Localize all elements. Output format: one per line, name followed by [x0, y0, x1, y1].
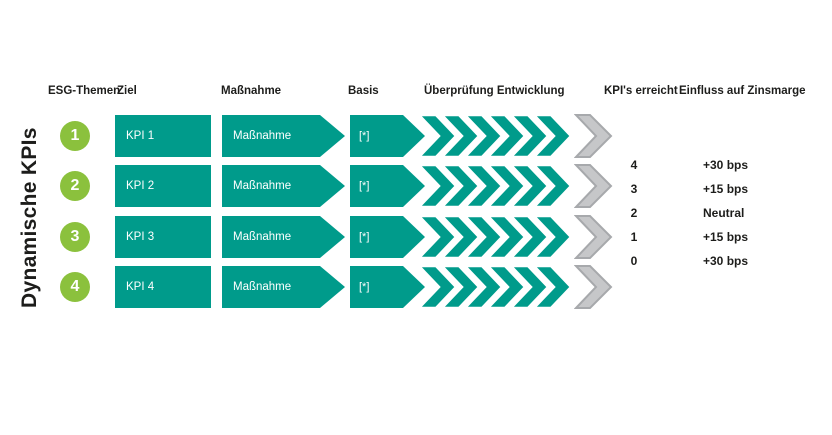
ziel-box: KPI 1 — [115, 115, 211, 157]
result-chevron-icon — [574, 114, 613, 158]
basis-arrow: [*] — [350, 165, 425, 207]
basis-arrow: [*] — [350, 266, 425, 308]
kpi-row: 1 KPI 1 Maßnahme [*] — [0, 114, 832, 158]
progress-chevrons-icon — [419, 115, 573, 157]
einfluss-value: +15 bps — [703, 182, 749, 196]
result-chevron-icon — [574, 215, 613, 259]
column-header-basis: Basis — [348, 85, 379, 97]
kpis-erreicht-value: 0 — [630, 254, 638, 268]
column-header-kpis-erreicht: KPI's erreicht — [604, 85, 678, 97]
kpis-erreicht-value: 4 — [630, 158, 638, 172]
massnahme-arrow: Maßnahme — [222, 216, 345, 258]
ziel-box: KPI 2 — [115, 165, 211, 207]
einfluss-value: Neutral — [703, 206, 745, 220]
result-chevron-icon — [574, 265, 613, 309]
massnahme-arrow: Maßnahme — [222, 266, 345, 308]
einfluss-value: +30 bps — [703, 158, 749, 172]
einfluss-value: +15 bps — [703, 230, 749, 244]
esg-theme-badge: 2 — [60, 171, 90, 201]
esg-theme-badge: 4 — [60, 272, 90, 302]
massnahme-arrow: Maßnahme — [222, 165, 345, 207]
column-header-massnahme: Maßnahme — [221, 85, 282, 97]
kpis-erreicht-value: 2 — [630, 206, 638, 220]
column-header-esg-themen: ESG-Themen — [48, 85, 121, 97]
outcome-row: 2 Neutral — [604, 201, 832, 225]
kpi-row: 2 KPI 2 Maßnahme [*] — [0, 164, 832, 208]
kpi-row: 3 KPI 3 Maßnahme [*] — [0, 215, 832, 259]
outcome-row: 3 +15 bps — [604, 177, 832, 201]
progress-chevrons-icon — [419, 165, 573, 207]
progress-chevrons-icon — [419, 266, 573, 308]
outcome-row: 4 +30 bps — [604, 153, 832, 177]
esg-theme-badge: 1 — [60, 121, 90, 151]
esg-theme-badge: 3 — [60, 222, 90, 252]
basis-arrow: [*] — [350, 115, 425, 157]
column-header-einfluss: Einfluss auf Zinsmarge — [679, 85, 806, 97]
kpis-erreicht-value: 1 — [630, 230, 638, 244]
kpis-erreicht-value: 3 — [630, 182, 638, 196]
column-header-ziel: Ziel — [117, 85, 137, 97]
kpi-row: 4 KPI 4 Maßnahme [*] — [0, 265, 832, 309]
result-chevron-icon — [574, 164, 613, 208]
ziel-box: KPI 3 — [115, 216, 211, 258]
massnahme-arrow: Maßnahme — [222, 115, 345, 157]
basis-arrow: [*] — [350, 216, 425, 258]
outcome-row: 0 +30 bps — [604, 249, 832, 273]
column-header-ueberpruefung: Überprüfung Entwicklung — [424, 85, 565, 97]
outcome-row: 1 +15 bps — [604, 225, 832, 249]
einfluss-value: +30 bps — [703, 254, 749, 268]
outcome-table: 4 +30 bps 3 +15 bps 2 Neutral 1 +15 bps … — [604, 153, 832, 273]
progress-chevrons-icon — [419, 216, 573, 258]
ziel-box: KPI 4 — [115, 266, 211, 308]
